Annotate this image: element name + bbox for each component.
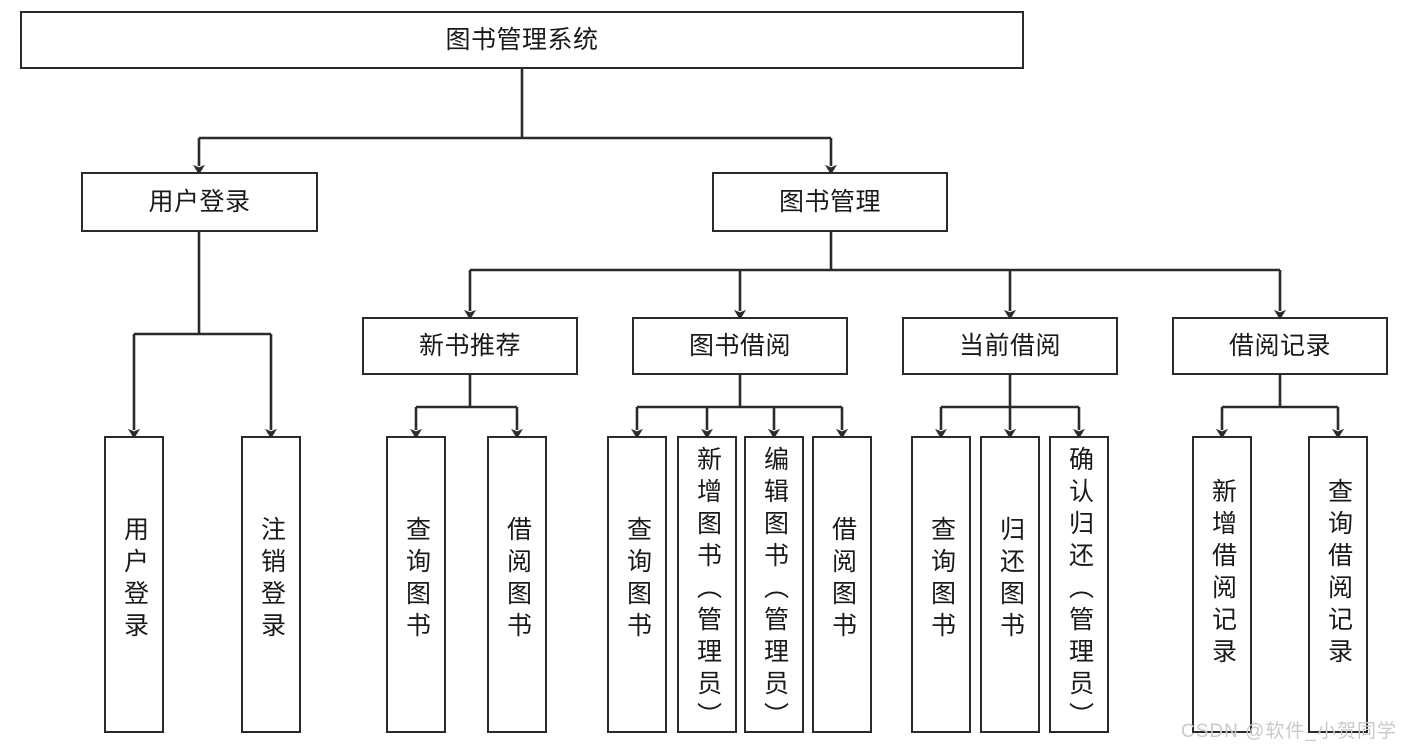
leaf-return-book-label: 归还图书 bbox=[996, 516, 1025, 644]
node-current-borrow[interactable]: 当前借阅 bbox=[902, 317, 1118, 375]
node-book-borrow[interactable]: 图书借阅 bbox=[632, 317, 848, 375]
node-new-book-recommend[interactable]: 新书推荐 bbox=[362, 317, 578, 375]
node-user-login[interactable]: 用户登录 bbox=[81, 172, 318, 232]
node-book-manage[interactable]: 图书管理 bbox=[712, 172, 948, 232]
leaf-query-book-2[interactable]: 查询图书 bbox=[607, 436, 667, 733]
leaf-user-logout-label: 注销登录 bbox=[257, 516, 286, 644]
leaf-query-book-1-label: 查询图书 bbox=[402, 516, 431, 644]
node-borrow-record-label: 借阅记录 bbox=[1228, 331, 1331, 360]
node-book-borrow-label: 图书借阅 bbox=[688, 331, 791, 360]
leaf-edit-book[interactable]: 编辑图书（管理员） bbox=[744, 436, 804, 734]
csdn-watermark: CSDN @软件_小贺同学 bbox=[1181, 721, 1397, 742]
node-user-login-label: 用户登录 bbox=[148, 187, 251, 216]
leaf-borrow-book-1[interactable]: 借阅图书 bbox=[487, 436, 547, 733]
node-book-manage-label: 图书管理 bbox=[778, 187, 881, 216]
leaf-query-book-2-label: 查询图书 bbox=[623, 516, 652, 644]
leaf-user-login[interactable]: 用户登录 bbox=[104, 436, 164, 733]
leaf-query-record-label: 查询借阅记录 bbox=[1324, 478, 1353, 670]
node-current-borrow-label: 当前借阅 bbox=[958, 331, 1061, 360]
node-root-label: 图书管理系统 bbox=[445, 25, 599, 54]
leaf-add-record[interactable]: 新增借阅记录 bbox=[1192, 436, 1252, 733]
leaf-edit-book-label: 编辑图书（管理员） bbox=[760, 446, 789, 734]
leaf-add-record-label: 新增借阅记录 bbox=[1208, 478, 1237, 670]
leaf-confirm-return[interactable]: 确认归还（管理员） bbox=[1049, 436, 1109, 734]
leaf-confirm-return-label: 确认归还（管理员） bbox=[1065, 446, 1094, 734]
leaf-borrow-book-2-label: 借阅图书 bbox=[828, 516, 857, 644]
leaf-add-book-label: 新增图书（管理员） bbox=[693, 446, 722, 734]
node-root[interactable]: 图书管理系统 bbox=[20, 11, 1024, 69]
leaf-borrow-book-2[interactable]: 借阅图书 bbox=[812, 436, 872, 733]
leaf-user-login-label: 用户登录 bbox=[120, 516, 149, 644]
node-new-book-recommend-label: 新书推荐 bbox=[418, 331, 521, 360]
leaf-add-book[interactable]: 新增图书（管理员） bbox=[677, 436, 737, 734]
leaf-return-book[interactable]: 归还图书 bbox=[980, 436, 1040, 733]
leaf-user-logout[interactable]: 注销登录 bbox=[241, 436, 301, 733]
node-borrow-record[interactable]: 借阅记录 bbox=[1172, 317, 1388, 375]
leaf-query-book-1[interactable]: 查询图书 bbox=[386, 436, 446, 733]
leaf-borrow-book-1-label: 借阅图书 bbox=[503, 516, 532, 644]
leaf-query-book-3[interactable]: 查询图书 bbox=[911, 436, 971, 733]
leaf-query-record[interactable]: 查询借阅记录 bbox=[1308, 436, 1368, 733]
leaf-query-book-3-label: 查询图书 bbox=[927, 516, 956, 644]
